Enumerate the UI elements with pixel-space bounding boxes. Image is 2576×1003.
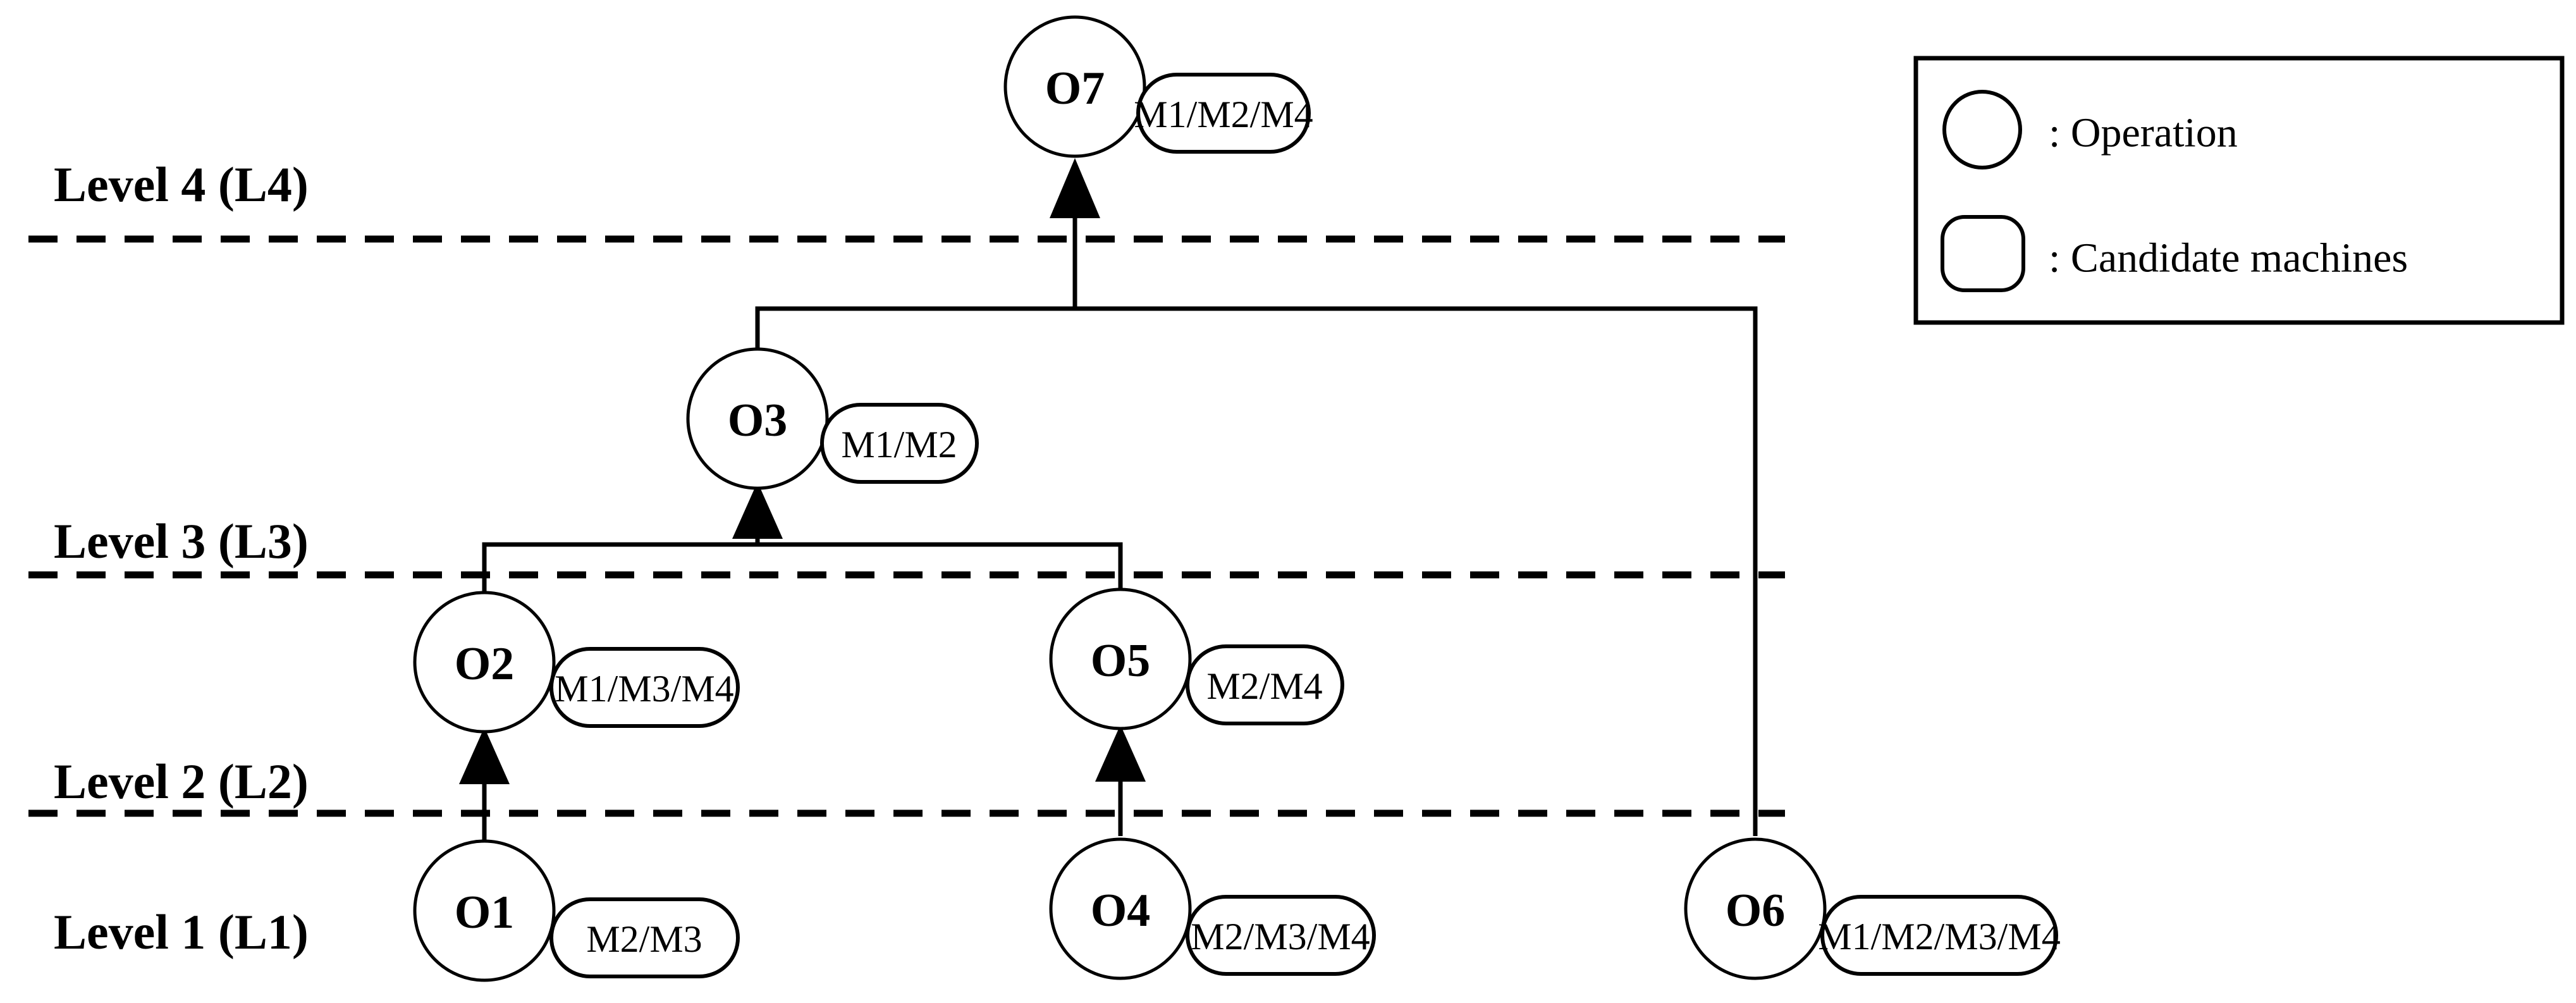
- node-o6[interactable]: O6: [1684, 837, 1827, 980]
- badge-o3-shape: [820, 403, 979, 484]
- node-o6-circle[interactable]: [1684, 837, 1827, 980]
- badge-o1-shape: [549, 897, 740, 978]
- level-label-l1: Level 1 (L1): [54, 904, 309, 959]
- badge-o6-machines: M1/M2/M3/M4: [1818, 895, 2061, 976]
- legend-candidate-machines-text: : Candidate machines: [2049, 235, 2408, 281]
- badge-o5-label: M2/M4: [1206, 665, 1322, 707]
- edge-o1-o2: [459, 727, 510, 840]
- node-o7-label: O7: [1045, 63, 1105, 114]
- node-o3-label: O3: [728, 395, 788, 446]
- candidate-machines-rounded-rect-icon: [1941, 215, 2025, 292]
- legend-operation-text: : Operation: [2049, 110, 2238, 156]
- badge-o2-machines: M1/M3/M4: [549, 647, 740, 728]
- node-o3[interactable]: O3: [686, 347, 829, 490]
- edge-o4-o5: [1095, 725, 1146, 836]
- legend-box: [1913, 56, 2565, 325]
- node-o1-circle[interactable]: [413, 839, 556, 982]
- badge-o6-shape: [1820, 895, 2058, 976]
- badge-o3-label: M1/M2: [841, 424, 957, 465]
- node-o4-circle[interactable]: [1049, 837, 1192, 980]
- badge-o4-label: M2/M3/M4: [1191, 916, 1370, 957]
- badge-o5-shape: [1186, 644, 1344, 725]
- node-o2-circle[interactable]: [413, 591, 556, 734]
- node-o5-circle[interactable]: [1049, 588, 1192, 730]
- badge-o4-shape: [1186, 895, 1376, 976]
- badge-o7-shape: [1136, 73, 1311, 154]
- node-o7[interactable]: O7: [1003, 15, 1146, 158]
- node-o1[interactable]: O1: [413, 839, 556, 982]
- legend: : Operation : Candidate machines: [1913, 56, 2565, 325]
- badge-o7-machines: M1/M2/M4: [1134, 73, 1313, 154]
- node-o4[interactable]: O4: [1049, 837, 1192, 980]
- badge-o3-machines: M1/M2: [820, 403, 979, 484]
- node-o7-circle[interactable]: [1003, 15, 1146, 158]
- legend-entry-operation: : Operation: [1942, 90, 2238, 169]
- badge-o5-machines: M2/M4: [1186, 644, 1344, 725]
- node-o3-circle[interactable]: [686, 347, 829, 490]
- node-o2-label: O2: [455, 638, 515, 690]
- node-o2[interactable]: O2: [413, 591, 556, 734]
- operation-circle-icon: [1942, 90, 2022, 169]
- level-label-l4: Level 4 (L4): [54, 157, 309, 212]
- node-o6-label: O6: [1726, 885, 1786, 937]
- node-o4-label: O4: [1091, 885, 1151, 937]
- node-o5-label: O5: [1091, 635, 1151, 687]
- badge-o4-machines: M2/M3/M4: [1186, 895, 1376, 976]
- badge-o1-machines: M2/M3: [549, 897, 740, 978]
- level-label-l3: Level 3 (L3): [54, 514, 309, 569]
- badge-o1-label: M2/M3: [586, 918, 702, 960]
- badge-o6-label: M1/M2/M3/M4: [1818, 916, 2060, 957]
- badge-o2-label: M1/M3/M4: [555, 668, 733, 710]
- edge-o3-o6-to-o7: [755, 158, 1758, 836]
- edge-o2-o5-to-o3: [482, 482, 1123, 593]
- badge-o2-shape: [549, 647, 740, 728]
- node-o1-label: O1: [455, 887, 515, 938]
- node-o5[interactable]: O5: [1049, 588, 1192, 730]
- legend-entry-candidate-machines: : Candidate machines: [1941, 215, 2408, 292]
- level-label-l2: Level 2 (L2): [54, 754, 309, 809]
- badge-o7-label: M1/M2/M4: [1134, 94, 1313, 135]
